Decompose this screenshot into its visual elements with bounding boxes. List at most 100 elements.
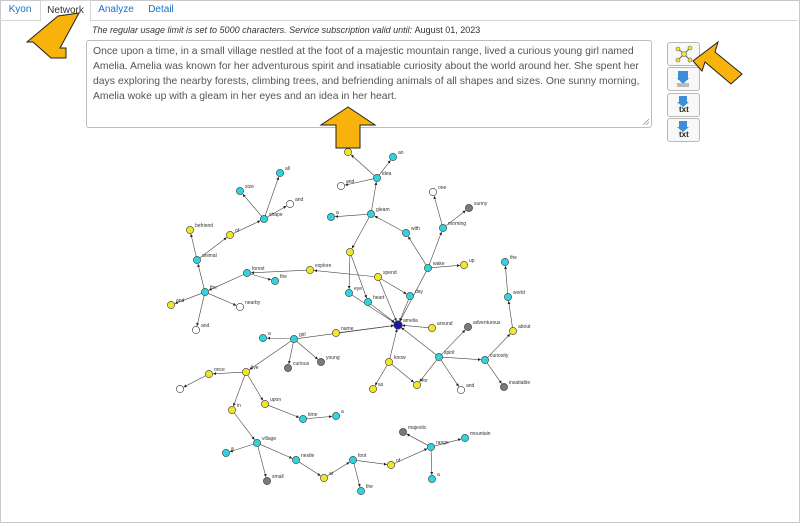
graph-node-mountain[interactable]: mountain <box>461 431 491 442</box>
graph-node-for[interactable]: for <box>413 378 428 389</box>
graph-node-village[interactable]: village <box>253 436 276 447</box>
graph-node-and4[interactable]: and <box>167 298 185 309</box>
graph-node-up[interactable]: up <box>460 258 475 269</box>
graph-node-the2[interactable]: the <box>501 255 517 266</box>
graph-node-circle[interactable] <box>364 298 372 306</box>
graph-node-sunny[interactable]: sunny <box>465 201 488 212</box>
graph-node-circle[interactable] <box>464 323 472 331</box>
graph-node-a2[interactable]: a <box>332 409 344 420</box>
graph-node-circle[interactable] <box>253 439 261 447</box>
graph-node-circle[interactable] <box>332 329 340 337</box>
graph-node-circle[interactable] <box>389 153 397 161</box>
graph-node-of2[interactable]: of <box>226 228 240 239</box>
graph-node-circle[interactable] <box>226 231 234 239</box>
graph-node-idea[interactable]: idea <box>373 171 392 182</box>
graph-node-circle[interactable] <box>236 303 244 311</box>
graph-node-and5[interactable]: and <box>286 197 304 208</box>
graph-node-insatiable[interactable]: insatiable <box>500 380 530 391</box>
graph-node-adventurous[interactable]: adventurous <box>464 320 501 331</box>
graph-node-circle[interactable] <box>193 256 201 264</box>
graph-node-w1[interactable] <box>176 385 184 393</box>
graph-node-circle[interactable] <box>332 412 340 420</box>
graph-node-circle[interactable] <box>461 434 469 442</box>
graph-node-circle[interactable] <box>228 406 236 414</box>
graph-node-and3[interactable]: and <box>192 323 210 334</box>
graph-node-circle[interactable] <box>500 383 508 391</box>
graph-node-curiosity[interactable]: curiosity <box>481 353 509 364</box>
graph-node-circle[interactable] <box>369 385 377 393</box>
graph-node-circle[interactable] <box>276 169 284 177</box>
tab-kyon[interactable]: Kyon <box>8 4 32 15</box>
graph-node-befriend[interactable]: befriend <box>186 223 213 234</box>
graph-node-circle[interactable] <box>317 358 325 366</box>
graph-node-circle[interactable] <box>509 327 517 335</box>
graph-node-circle[interactable] <box>413 381 421 389</box>
graph-node-circle[interactable] <box>504 293 512 301</box>
graph-node-in1[interactable]: in <box>228 403 241 414</box>
graph-node-circle[interactable] <box>327 213 335 221</box>
graph-node-foot[interactable]: foot <box>349 453 367 464</box>
graph-node-circle[interactable] <box>337 182 345 190</box>
graph-node-gleam[interactable]: gleam <box>367 207 390 218</box>
download-txt-button-1[interactable]: txt <box>667 93 700 117</box>
graph-node-the1[interactable]: the <box>357 484 373 495</box>
graph-node-and2[interactable]: and <box>337 179 355 190</box>
graph-node-of[interactable]: of <box>387 458 401 469</box>
graph-node-circle[interactable] <box>260 215 268 223</box>
graph-node-circle[interactable] <box>243 269 251 277</box>
graph-node-girl[interactable]: girl <box>290 332 306 343</box>
graph-node-heart[interactable]: heart <box>364 295 385 306</box>
graph-node-time[interactable]: time <box>299 412 318 423</box>
graph-node-circle[interactable] <box>176 385 184 393</box>
tab-analyze[interactable]: Analyze <box>98 4 134 15</box>
graph-node-spend[interactable]: spend <box>374 270 397 281</box>
download-txt-button-2[interactable]: txt <box>667 118 700 142</box>
graph-node-circle[interactable] <box>460 261 468 269</box>
graph-node-circle[interactable] <box>393 320 403 330</box>
graph-node-circle[interactable] <box>439 224 447 232</box>
graph-node-circle[interactable] <box>259 334 267 342</box>
graph-node-circle[interactable] <box>205 370 213 378</box>
graph-node-circle[interactable] <box>286 200 294 208</box>
graph-node-circle[interactable] <box>222 449 230 457</box>
graph-node-the3[interactable]: the <box>271 274 287 285</box>
graph-node-morning[interactable]: morning <box>439 221 466 232</box>
graph-node-circle[interactable] <box>402 229 410 237</box>
graph-node-explore[interactable]: explore <box>306 263 332 274</box>
graph-node-circle[interactable] <box>306 266 314 274</box>
graph-node-name[interactable]: name <box>332 326 354 337</box>
graph-node-circle[interactable] <box>501 258 509 266</box>
tab-detail[interactable]: Detail <box>148 4 174 15</box>
graph-node-all[interactable]: all <box>276 166 290 177</box>
graph-node-amelia[interactable]: amelia <box>393 318 418 330</box>
graph-node-wake[interactable]: wake <box>424 261 445 272</box>
graph-node-shape[interactable]: shape <box>260 212 283 223</box>
graph-node-animal[interactable]: animal <box>193 253 217 264</box>
graph-node-day[interactable]: day <box>406 289 424 300</box>
graph-node-circle[interactable] <box>290 335 298 343</box>
graph-node-a1[interactable]: a <box>259 331 271 342</box>
graph-node-eye[interactable]: eye <box>345 286 362 297</box>
graph-node-circle[interactable] <box>349 456 357 464</box>
graph-node-spirit[interactable]: spirit <box>435 350 455 361</box>
graph-node-about[interactable]: about <box>509 324 531 335</box>
resize-handle-icon[interactable] <box>642 118 649 125</box>
graph-node-circle[interactable] <box>344 148 352 156</box>
graph-node-circle[interactable] <box>236 187 244 195</box>
graph-node-circle[interactable] <box>385 358 393 366</box>
graph-node-circle[interactable] <box>399 428 407 436</box>
graph-node-live[interactable]: live <box>242 365 259 376</box>
graph-node-y1[interactable] <box>346 248 354 256</box>
graph-node-range[interactable]: range <box>427 440 449 451</box>
graph-node-circle[interactable] <box>465 204 473 212</box>
graph-node-circle[interactable] <box>357 487 365 495</box>
graph-node-circle[interactable] <box>299 415 307 423</box>
graph-node-circle[interactable] <box>345 289 353 297</box>
graph-node-world[interactable]: world <box>504 290 525 301</box>
graph-node-circle[interactable] <box>242 368 250 376</box>
graph-node-one[interactable]: one <box>429 185 447 196</box>
graph-node-circle[interactable] <box>428 475 436 483</box>
graph-node-circle[interactable] <box>186 226 194 234</box>
graph-node-nearby[interactable]: nearby <box>236 300 261 311</box>
